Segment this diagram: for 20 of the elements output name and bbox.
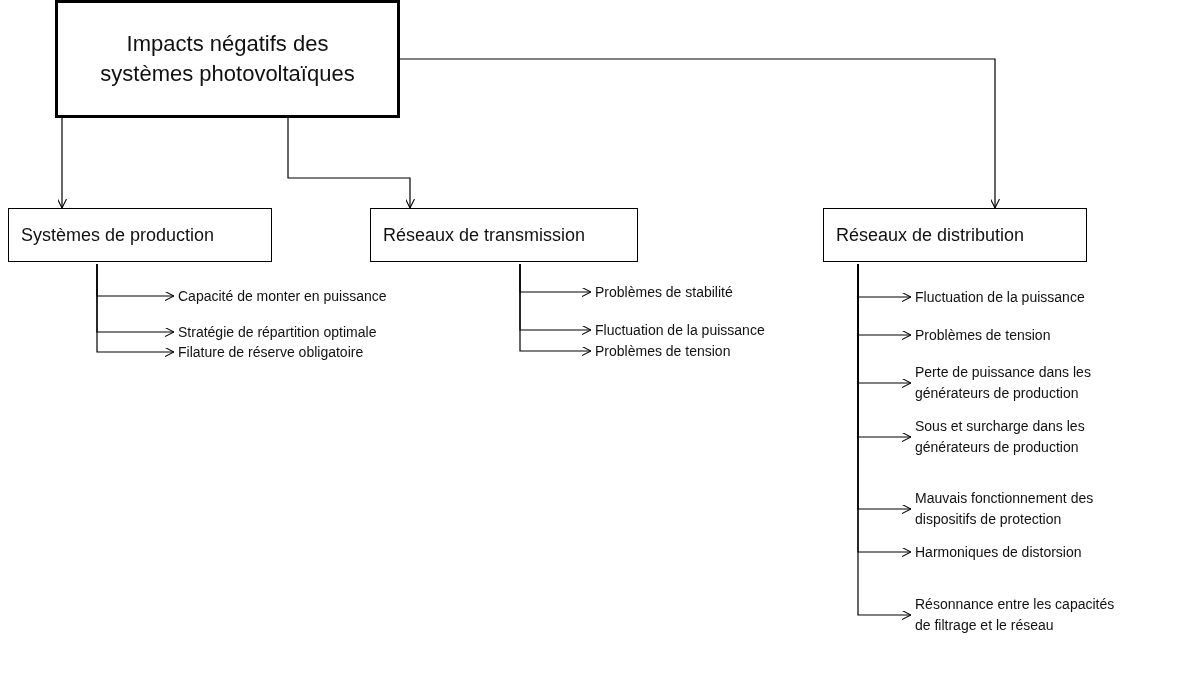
impact-text: Fluctuation de la puissance [595,318,835,342]
category-box: Réseaux de transmission [370,208,638,262]
impact-text: Mauvais fonctionnement des dispositifs de protection [915,486,1130,532]
impact-text: Sous et surcharge dans les générateurs de production [915,414,1130,460]
impact-text: Capacité de monter en puissance [178,284,468,308]
title-box: Impacts négatifs des systèmes photovoltaïques [55,0,400,118]
impact-text: Problèmes de tension [595,339,835,363]
impact-text: Perte de puissance dans les générateurs de production [915,360,1130,406]
category-box: Systèmes de production [8,208,272,262]
arrow [56,117,68,209]
arrow [399,58,1001,209]
impact-text: Harmoniques de distorsion [915,540,1130,564]
arrow [287,117,416,209]
impact-text: Résonnance entre les capacités de filtrage et le réseau [915,592,1130,638]
impact-text: Problèmes de tension [915,323,1130,347]
arrow [96,263,175,358]
impact-text: Fluctuation de la puissance [915,285,1130,309]
impact-text: Problèmes de stabilité [595,280,835,304]
arrow [519,263,592,357]
category-box: Réseaux de distribution [823,208,1087,262]
